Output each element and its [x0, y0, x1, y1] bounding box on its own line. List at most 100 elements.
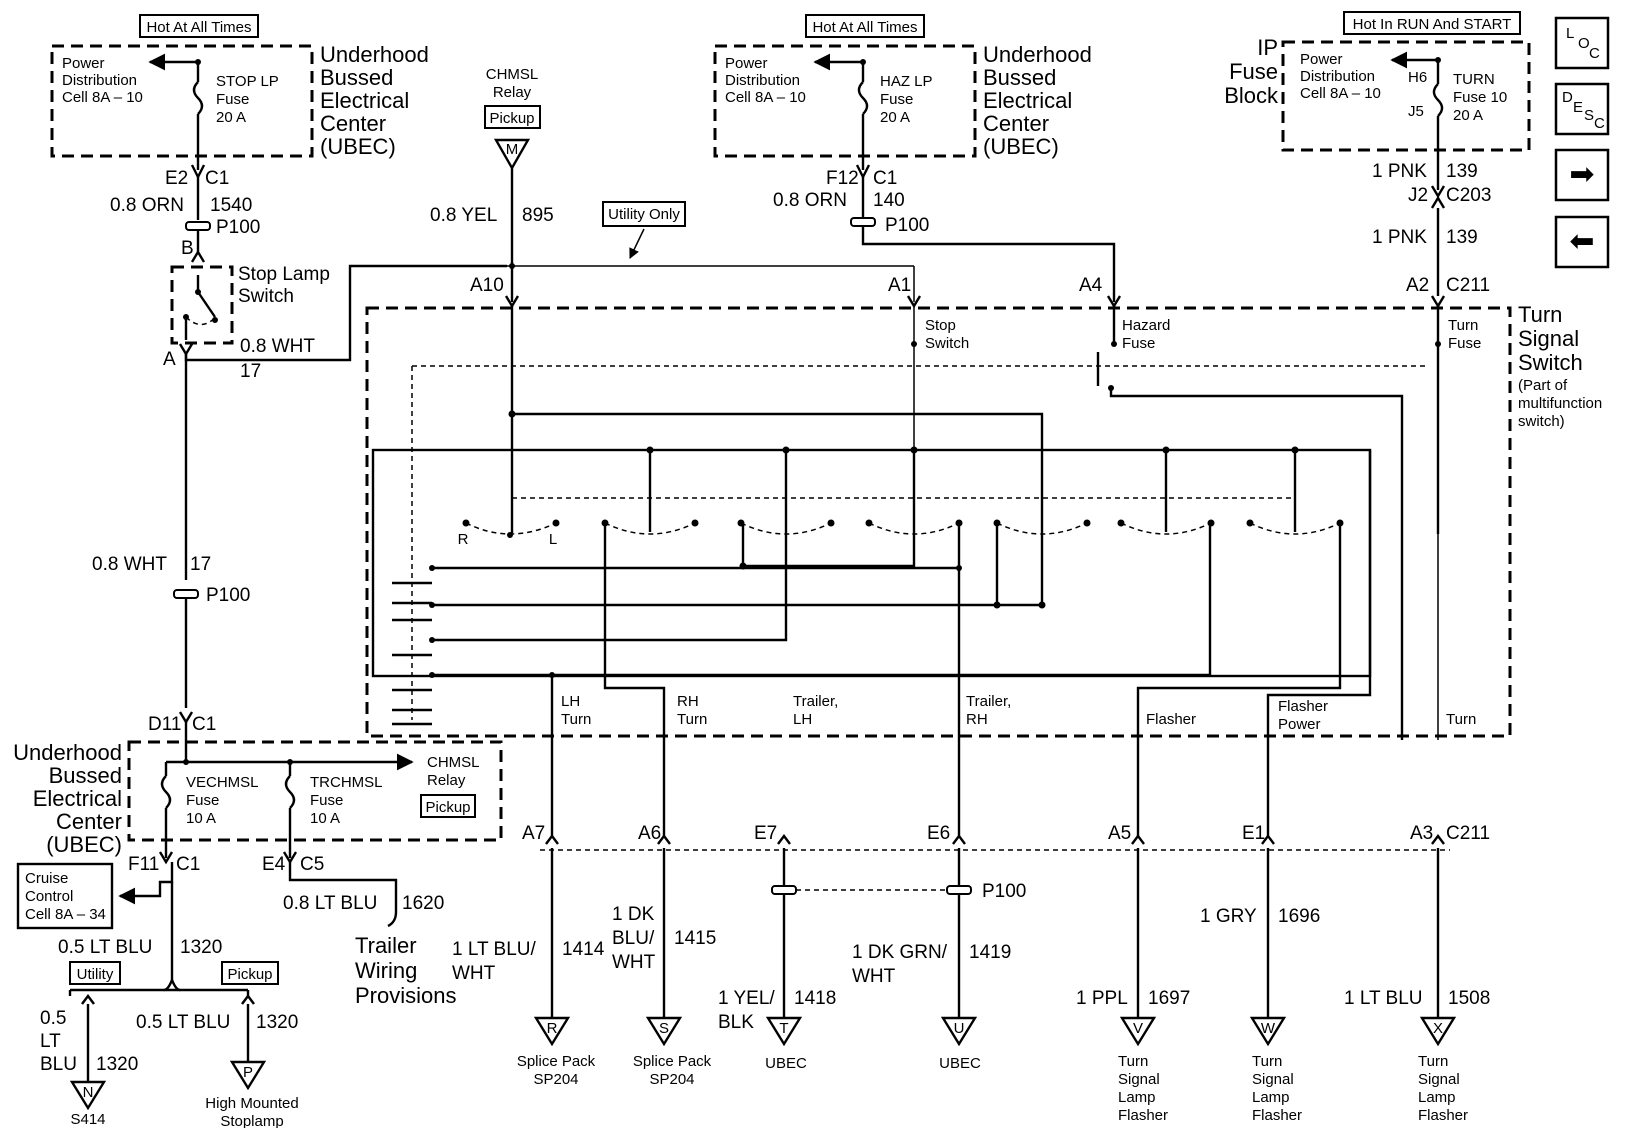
- svg-text:Hot In RUN And START: Hot In RUN And START: [1353, 16, 1512, 33]
- desc-button[interactable]: D E S C: [1554, 82, 1610, 136]
- middle-circuit: F12 C1 0.8 ORN 140 P100: [773, 164, 1116, 302]
- svg-text:Trailer,: Trailer,: [793, 693, 838, 710]
- svg-text:O: O: [1578, 35, 1590, 52]
- svg-text:0.8 YEL: 0.8 YEL: [430, 205, 497, 226]
- svg-text:VECHMSL: VECHMSL: [186, 774, 259, 791]
- svg-text:C211: C211: [1446, 275, 1490, 296]
- svg-text:0.8 WHT: 0.8 WHT: [92, 554, 167, 575]
- svg-text:1320: 1320: [180, 937, 222, 958]
- svg-text:F11: F11: [128, 854, 159, 875]
- svg-text:20 A: 20 A: [1453, 107, 1483, 124]
- svg-text:S414: S414: [70, 1111, 105, 1128]
- svg-text:1320: 1320: [256, 1012, 298, 1033]
- svg-text:Switch: Switch: [238, 286, 294, 307]
- svg-text:Fuse: Fuse: [1122, 335, 1155, 352]
- ubec-top-left-title: Underhood Bussed Electrical Center (UBEC…: [320, 42, 429, 159]
- svg-text:Turn: Turn: [1448, 317, 1478, 334]
- svg-text:A7: A7: [522, 823, 545, 844]
- svg-text:Power: Power: [1300, 51, 1343, 68]
- left-arrow-icon: ⬅: [1569, 225, 1594, 258]
- svg-text:A10: A10: [470, 275, 504, 296]
- svg-text:LH: LH: [561, 693, 580, 710]
- svg-text:M: M: [506, 141, 519, 158]
- svg-text:20 A: 20 A: [880, 109, 910, 126]
- svg-text:17: 17: [240, 361, 261, 382]
- svg-text:X: X: [1433, 1020, 1443, 1037]
- svg-text:C: C: [1594, 115, 1605, 132]
- output-circuits: P100 1 LT BLU/ WHT 1414 1 DK BLU/ WHT 14…: [452, 834, 1490, 1124]
- svg-text:Cell 8A – 10: Cell 8A – 10: [725, 89, 806, 106]
- ubec-haz-lp-block: Power Distribution Cell 8A – 10 HAZ LP F…: [713, 42, 1092, 170]
- svg-text:L: L: [549, 531, 557, 548]
- svg-text:Signal: Signal: [1118, 1071, 1160, 1088]
- svg-text:Distribution: Distribution: [1300, 68, 1375, 85]
- svg-text:(UBEC): (UBEC): [46, 832, 122, 857]
- svg-text:Lamp: Lamp: [1252, 1089, 1290, 1106]
- svg-text:Flasher: Flasher: [1252, 1107, 1302, 1124]
- svg-text:C5: C5: [300, 854, 324, 875]
- right-arrow-icon: ➡: [1569, 158, 1594, 191]
- svg-text:Switch: Switch: [1518, 350, 1583, 375]
- svg-text:Flasher: Flasher: [1278, 698, 1328, 715]
- svg-text:Trailer: Trailer: [355, 933, 417, 958]
- vechmsl-fuse-icon: [160, 775, 172, 809]
- p100-connector-t: [771, 885, 797, 895]
- svg-text:C: C: [1589, 45, 1600, 62]
- svg-text:Turn: Turn: [1118, 1053, 1148, 1070]
- hot-label-left: Hot At All Times: [139, 14, 259, 38]
- svg-text:1508: 1508: [1448, 988, 1490, 1009]
- svg-text:D: D: [1562, 89, 1573, 106]
- svg-text:Control: Control: [25, 888, 73, 905]
- svg-text:E7: E7: [754, 823, 777, 844]
- svg-text:Flasher: Flasher: [1118, 1107, 1168, 1124]
- prev-page-button[interactable]: ⬅: [1554, 215, 1610, 269]
- svg-text:Stop Lamp: Stop Lamp: [238, 264, 330, 285]
- svg-text:0.5 LT BLU: 0.5 LT BLU: [58, 937, 152, 958]
- svg-text:A6: A6: [638, 823, 661, 844]
- ubec-stop-lp-block: Power Distribution Cell 8A – 10 STOP LP …: [50, 44, 314, 170]
- svg-text:1419: 1419: [969, 942, 1011, 963]
- svg-text:C1: C1: [176, 854, 200, 875]
- svg-text:139: 139: [1446, 161, 1478, 182]
- svg-text:(UBEC): (UBEC): [983, 134, 1059, 159]
- svg-text:D11: D11: [148, 714, 181, 735]
- svg-text:Bussed: Bussed: [320, 65, 393, 90]
- svg-text:Bussed: Bussed: [983, 65, 1056, 90]
- svg-text:1697: 1697: [1148, 988, 1190, 1009]
- svg-text:UBEC: UBEC: [939, 1055, 981, 1072]
- loc-button[interactable]: L O C: [1554, 16, 1610, 70]
- svg-text:0.8 LT BLU: 0.8 LT BLU: [283, 893, 377, 914]
- svg-text:Pickup: Pickup: [227, 966, 272, 983]
- svg-text:E4: E4: [262, 854, 286, 875]
- svg-text:20 A: 20 A: [216, 109, 246, 126]
- svg-text:WHT: WHT: [452, 963, 496, 984]
- p100-connector-top: [185, 221, 211, 231]
- svg-text:Lamp: Lamp: [1418, 1089, 1456, 1106]
- svg-text:H6: H6: [1408, 69, 1427, 86]
- svg-text:Provisions: Provisions: [355, 983, 456, 1008]
- svg-text:E: E: [1573, 99, 1583, 116]
- svg-text:Pickup: Pickup: [489, 110, 534, 127]
- svg-text:Hot At All Times: Hot At All Times: [146, 19, 251, 36]
- svg-text:Trailer,: Trailer,: [966, 693, 1011, 710]
- svg-text:C1: C1: [873, 168, 897, 189]
- svg-text:0.5 LT BLU: 0.5 LT BLU: [136, 1012, 230, 1033]
- stop-lp-fuse-icon: [192, 81, 204, 115]
- svg-text:Cell 8A – 34: Cell 8A – 34: [25, 906, 106, 923]
- svg-text:0.8 ORN: 0.8 ORN: [110, 195, 184, 216]
- svg-text:W: W: [1261, 1020, 1276, 1037]
- svg-text:Bussed: Bussed: [49, 763, 122, 788]
- svg-text:1620: 1620: [402, 893, 444, 914]
- turn-fuse-icon: [1432, 83, 1444, 117]
- svg-text:R: R: [458, 531, 469, 548]
- next-page-button[interactable]: ➡: [1554, 148, 1610, 202]
- svg-text:STOP LP: STOP LP: [216, 73, 279, 90]
- svg-text:LH: LH: [793, 711, 812, 728]
- svg-text:Block: Block: [1224, 83, 1279, 108]
- svg-text:E2: E2: [165, 168, 188, 189]
- svg-text:C211: C211: [1446, 823, 1490, 844]
- svg-text:LT: LT: [40, 1031, 61, 1052]
- svg-text:Electrical: Electrical: [320, 88, 409, 113]
- svg-text:1415: 1415: [674, 928, 716, 949]
